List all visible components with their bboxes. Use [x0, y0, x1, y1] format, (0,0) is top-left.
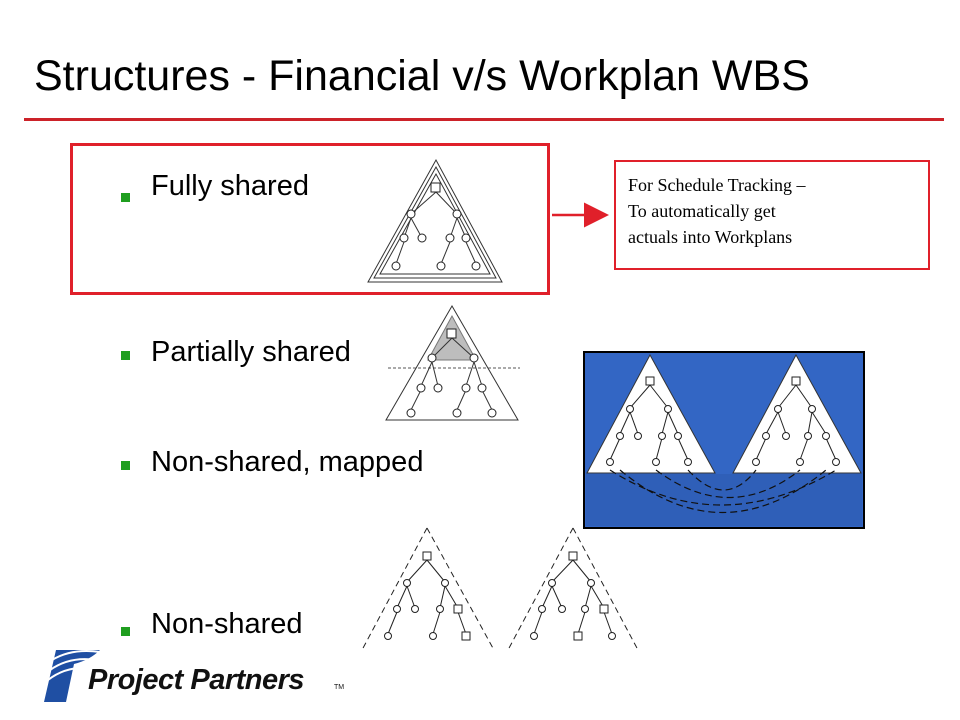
non-shared-mapped-panel: [583, 351, 865, 529]
callout-line: To automatically get: [628, 201, 776, 221]
non-shared-tree-left: [361, 527, 495, 651]
bullet-non-shared: Non-shared: [151, 608, 303, 640]
tree-links: [410, 337, 493, 411]
bullet-partially-shared: Partially shared: [151, 336, 351, 368]
fully-shared-tree: [367, 158, 503, 283]
bullet-non-shared-mapped: Non-shared, mapped: [151, 446, 424, 478]
bullet-marker: [121, 627, 130, 636]
non-shared-tree-right: [507, 527, 639, 651]
bullet-marker: [121, 461, 130, 470]
bullet-marker: [121, 351, 130, 360]
mapping-arcs: [609, 469, 837, 514]
title-divider: [24, 118, 944, 121]
partially-shared-tree: [385, 305, 520, 421]
callout-line: For Schedule Tracking –: [628, 175, 806, 195]
project-partners-logo-mark: [44, 650, 101, 702]
tree-nodes: [406, 328, 497, 418]
bullet-fully-shared: Fully shared: [151, 170, 309, 202]
tree-links: [395, 191, 477, 265]
callout-box: For Schedule Tracking – To automatically…: [614, 160, 930, 270]
callout-line: actuals into Workplans: [628, 227, 793, 247]
tree-nodes: [391, 182, 481, 271]
trademark-mark: TM: [334, 684, 345, 691]
highlight-box-fully-shared: [70, 143, 550, 295]
slide-title: Structures - Financial v/s Workplan WBS: [34, 52, 810, 100]
logo-wordmark: Project Partners: [88, 664, 305, 696]
bullet-marker: [121, 193, 130, 202]
